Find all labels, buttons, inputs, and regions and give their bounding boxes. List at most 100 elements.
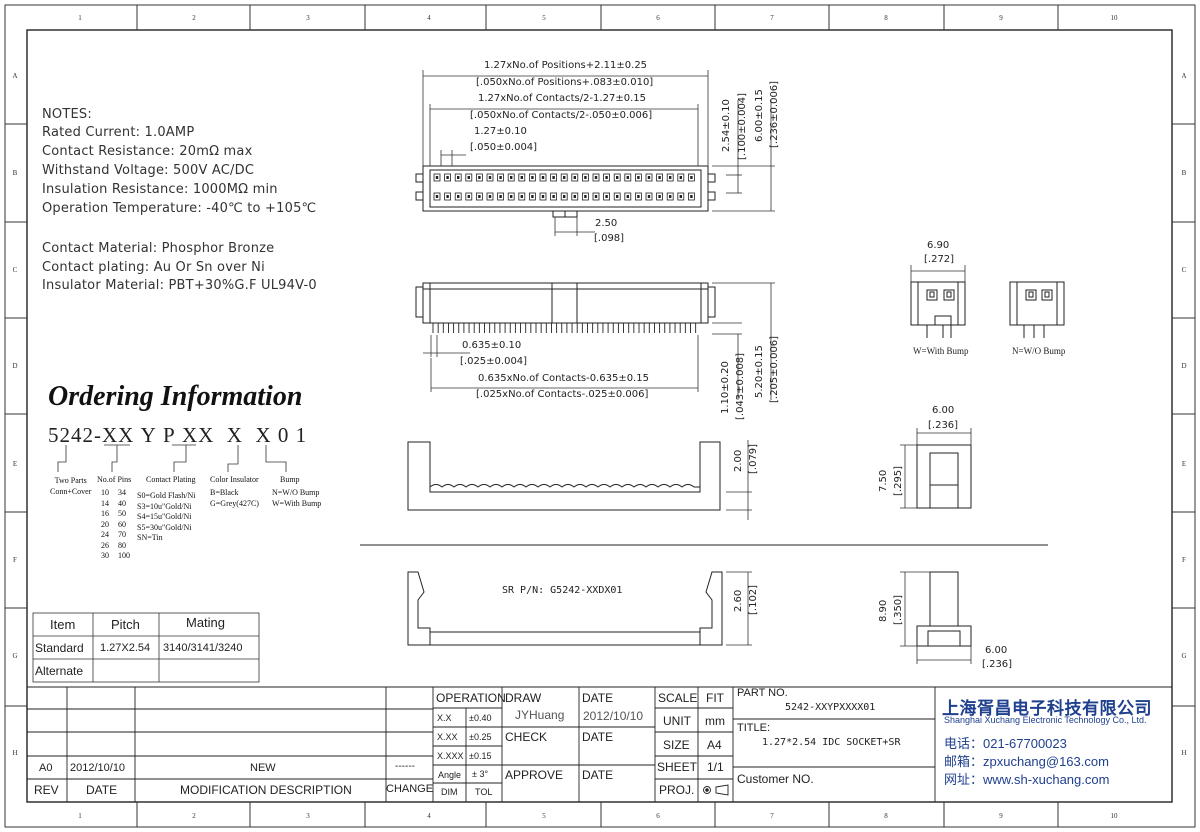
- pin-count: 24: [101, 530, 109, 539]
- contact-pin: [552, 176, 555, 179]
- contact-pin: [446, 176, 449, 179]
- pin-count: 30: [101, 551, 109, 560]
- contact-pin: [457, 195, 460, 198]
- contact-pin: [499, 195, 502, 198]
- row-label: C: [13, 266, 18, 274]
- pitch-row-alternate: Alternate: [35, 664, 84, 678]
- contact-slot: [624, 173, 632, 182]
- col-label: 9: [999, 812, 1003, 820]
- col-label: 1: [78, 812, 82, 820]
- pin-count: 40: [118, 498, 126, 508]
- bump-label: Bump: [280, 475, 300, 484]
- row-label: F: [13, 556, 17, 564]
- rev-description: NEW: [250, 762, 276, 774]
- contact-pin: [488, 195, 492, 198]
- row-label: H: [1181, 749, 1186, 757]
- pin-count: 14: [101, 498, 109, 508]
- drawer-name: JYHuang: [515, 708, 565, 722]
- pitch-value: 1.27X2.54: [100, 642, 151, 654]
- note-line: Contact Resistance: 20mΩ max: [42, 144, 253, 159]
- footer-modification: MODIFICATION DESCRIPTION: [180, 783, 352, 797]
- code-p: P: [163, 423, 176, 447]
- contact-pin: [647, 176, 651, 179]
- contact-pin: [457, 176, 460, 179]
- tol-dim-header: DIM: [441, 787, 458, 797]
- dim-key-inch: [.098]: [594, 233, 625, 244]
- row-label: B: [1182, 169, 1187, 177]
- contact-pin: [478, 176, 481, 179]
- contact-slot: [539, 173, 547, 182]
- contact-pin: [584, 176, 587, 179]
- contact-slot: [582, 192, 589, 201]
- plating-option: S0=Gold Flash/Ni: [137, 491, 196, 500]
- note-line: Withstand Voltage: 500V AC/DC: [42, 163, 255, 178]
- col-label: 5: [542, 812, 546, 820]
- material-line: Insulator Material: PBT+30%G.F UL94V-0: [42, 278, 317, 293]
- contact-pin: [552, 195, 555, 198]
- contact-slot: [560, 173, 568, 182]
- contact-slot: [550, 192, 557, 201]
- footer-date: DATE: [86, 783, 118, 797]
- contact-pin: [563, 176, 566, 179]
- contact-slot: [666, 173, 674, 182]
- contact-pin: [626, 195, 629, 198]
- part-no-label: PART NO.: [737, 687, 788, 699]
- tol-value: ±0.40: [469, 713, 492, 723]
- check-date-label: DATE: [582, 730, 614, 744]
- pitch-table-grid: [32, 612, 260, 683]
- company-email[interactable]: 邮箱：zpxuchang@163.com: [944, 754, 1109, 769]
- contact-slot: [624, 192, 632, 201]
- dim-cover-height-inch: [.079]: [748, 443, 759, 474]
- zone-ticks: [5, 5, 1195, 827]
- draw-date: 2012/10/10: [583, 709, 644, 723]
- contact-slot: [688, 192, 695, 201]
- tol-value: ±0.25: [469, 732, 492, 742]
- end-view-dimension: [910, 265, 966, 282]
- contact-slot: [613, 173, 621, 182]
- contact-pin: [605, 195, 608, 198]
- contact-pin: [510, 176, 513, 179]
- col-label: 4: [427, 14, 431, 22]
- customer-no-label: Customer NO.: [737, 772, 814, 786]
- pin-count: 16: [101, 509, 109, 518]
- sheet-value: 1/1: [707, 760, 724, 774]
- cover-dimension: [726, 440, 752, 520]
- row-label: A: [12, 72, 17, 80]
- top-dimension-lines: [422, 70, 775, 236]
- pin-count: 20: [101, 519, 109, 529]
- note-line: Insulation Resistance: 1000MΩ min: [42, 182, 278, 197]
- contact-slot: [560, 192, 568, 201]
- col-label: 7: [770, 812, 774, 820]
- contact-slot: [497, 173, 505, 182]
- col-label: 2: [192, 812, 196, 820]
- col-label: 5: [542, 14, 546, 22]
- contact-pin: [605, 176, 608, 179]
- part-no-value: 5242-XXYPXXXX01: [785, 702, 876, 713]
- contact-pin: [647, 195, 651, 198]
- material-line: Contact Material: Phosphor Bronze: [42, 241, 275, 256]
- color-option: G=Grey(427C): [210, 498, 259, 508]
- company-website[interactable]: 网址：www.sh-xuchang.com: [944, 772, 1110, 787]
- size-value: A4: [707, 738, 722, 752]
- contact-slot: [592, 192, 600, 201]
- dim-contact-pitch-inch: [.025±0.004]: [460, 356, 528, 367]
- strain-relief-end-view: [916, 571, 972, 647]
- top-view-contacts: [433, 173, 695, 201]
- rev-change: ------: [395, 761, 415, 772]
- fit-label: FIT: [706, 691, 724, 705]
- cover-end-view: [916, 444, 972, 509]
- end-view-with-bump: [910, 281, 966, 338]
- contact-pin: [637, 195, 640, 198]
- col-label: 10: [1111, 812, 1119, 820]
- unit-value: mm: [705, 714, 725, 728]
- inner-frame: [26, 29, 1173, 803]
- contact-slot: [433, 173, 441, 182]
- contact-slot: [677, 192, 685, 201]
- contact-slot: [529, 173, 536, 182]
- dim-sr-height: 2.60: [733, 589, 744, 612]
- mating-value: 3140/3141/3240: [163, 642, 243, 654]
- contact-pin: [531, 176, 534, 179]
- contact-pin: [467, 195, 470, 198]
